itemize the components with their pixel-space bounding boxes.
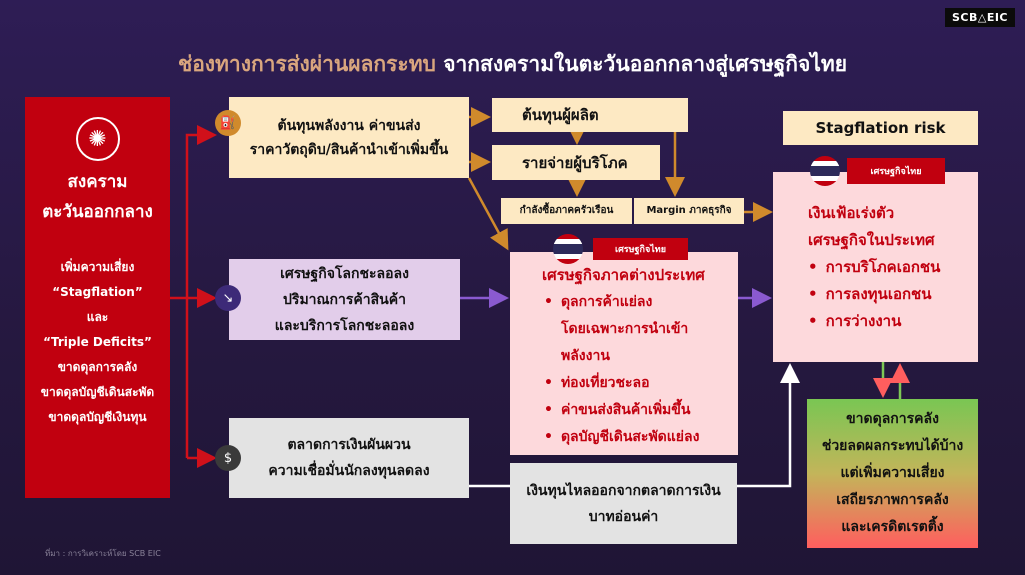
energy-cost-box: ต้นทุนพลังงาน ค่าขนส่ง ราคาวัตถุดิบ/สินค…	[229, 97, 469, 178]
fiscal-deficit-box: ขาดดุลการคลัง ช่วยลดผลกระทบได้บ้าง แต่เพ…	[807, 399, 978, 548]
household-power-box: กำลังซื้อภาคครัวเรือน	[501, 198, 632, 224]
list-item: การว่างงาน	[808, 308, 940, 335]
list-item: ดุลบัญชีเดินสะพัดแย่ลง	[544, 424, 699, 451]
middle-east-war-box: ✺ สงคราม ตะวันออกกลาง เพิ่มความเสี่ยง “S…	[25, 97, 170, 498]
globe-explosion-icon: ✺	[75, 117, 120, 161]
thai-flag-icon	[810, 156, 840, 186]
money-volatility-icon: $	[215, 445, 241, 471]
global-slowdown-box: เศรษฐกิจโลกชะลอลง ปริมาณการค้าสินค้า และ…	[229, 259, 460, 340]
domestic-economy-box: เงินเฟ้อเร่งตัว เศรษฐกิจในประเทศ การบริโ…	[773, 172, 978, 362]
financial-volatility-box: ตลาดการเงินผันผวน ความเชื่อมั่นนักลงทุนล…	[229, 418, 469, 498]
list-item: ค่าขนส่งสินค้าเพิ่มขึ้น	[544, 397, 699, 424]
declining-chart-icon: ↘	[215, 285, 241, 311]
list-item: การบริโภคเอกชน	[808, 254, 941, 281]
business-margin-box: Margin ภาคธุรกิจ	[634, 198, 744, 224]
page-title: ช่องทางการส่งผ่านผลกระทบ จากสงครามในตะวั…	[177, 52, 848, 76]
domestic-impact-list: การบริโภคเอกชน การลงทุนเอกชน การว่างงาน	[808, 254, 941, 335]
scb-eic-logo: SCB△EIC	[945, 8, 1015, 27]
stagflation-risk-box: Stagflation risk	[783, 111, 978, 145]
thai-economy-tag: เศรษฐกิจไทย	[593, 238, 688, 260]
capital-outflow-box: เงินทุนไหลออกจากตลาดการเงิน บาทอ่อนค่า	[510, 463, 737, 544]
fuel-pump-icon: ⛽	[215, 110, 241, 136]
list-item: ท่องเที่ยวชะลอ	[544, 370, 699, 397]
producer-cost-box: ต้นทุนผู้ผลิต	[492, 98, 688, 132]
source-note: ที่มา : การวิเคราะห์โดย SCB EIC	[45, 549, 161, 558]
thai-flag-icon	[553, 234, 583, 264]
foreign-sector-box: เศรษฐกิจภาคต่างประเทศ ดุลการค้าแย่ลงโดยเ…	[510, 252, 738, 455]
list-item: การลงทุนเอกชน	[808, 281, 940, 308]
consumer-expense-box: รายจ่ายผู้บริโภค	[492, 145, 660, 180]
thai-economy-tag: เศรษฐกิจไทย	[847, 158, 945, 184]
